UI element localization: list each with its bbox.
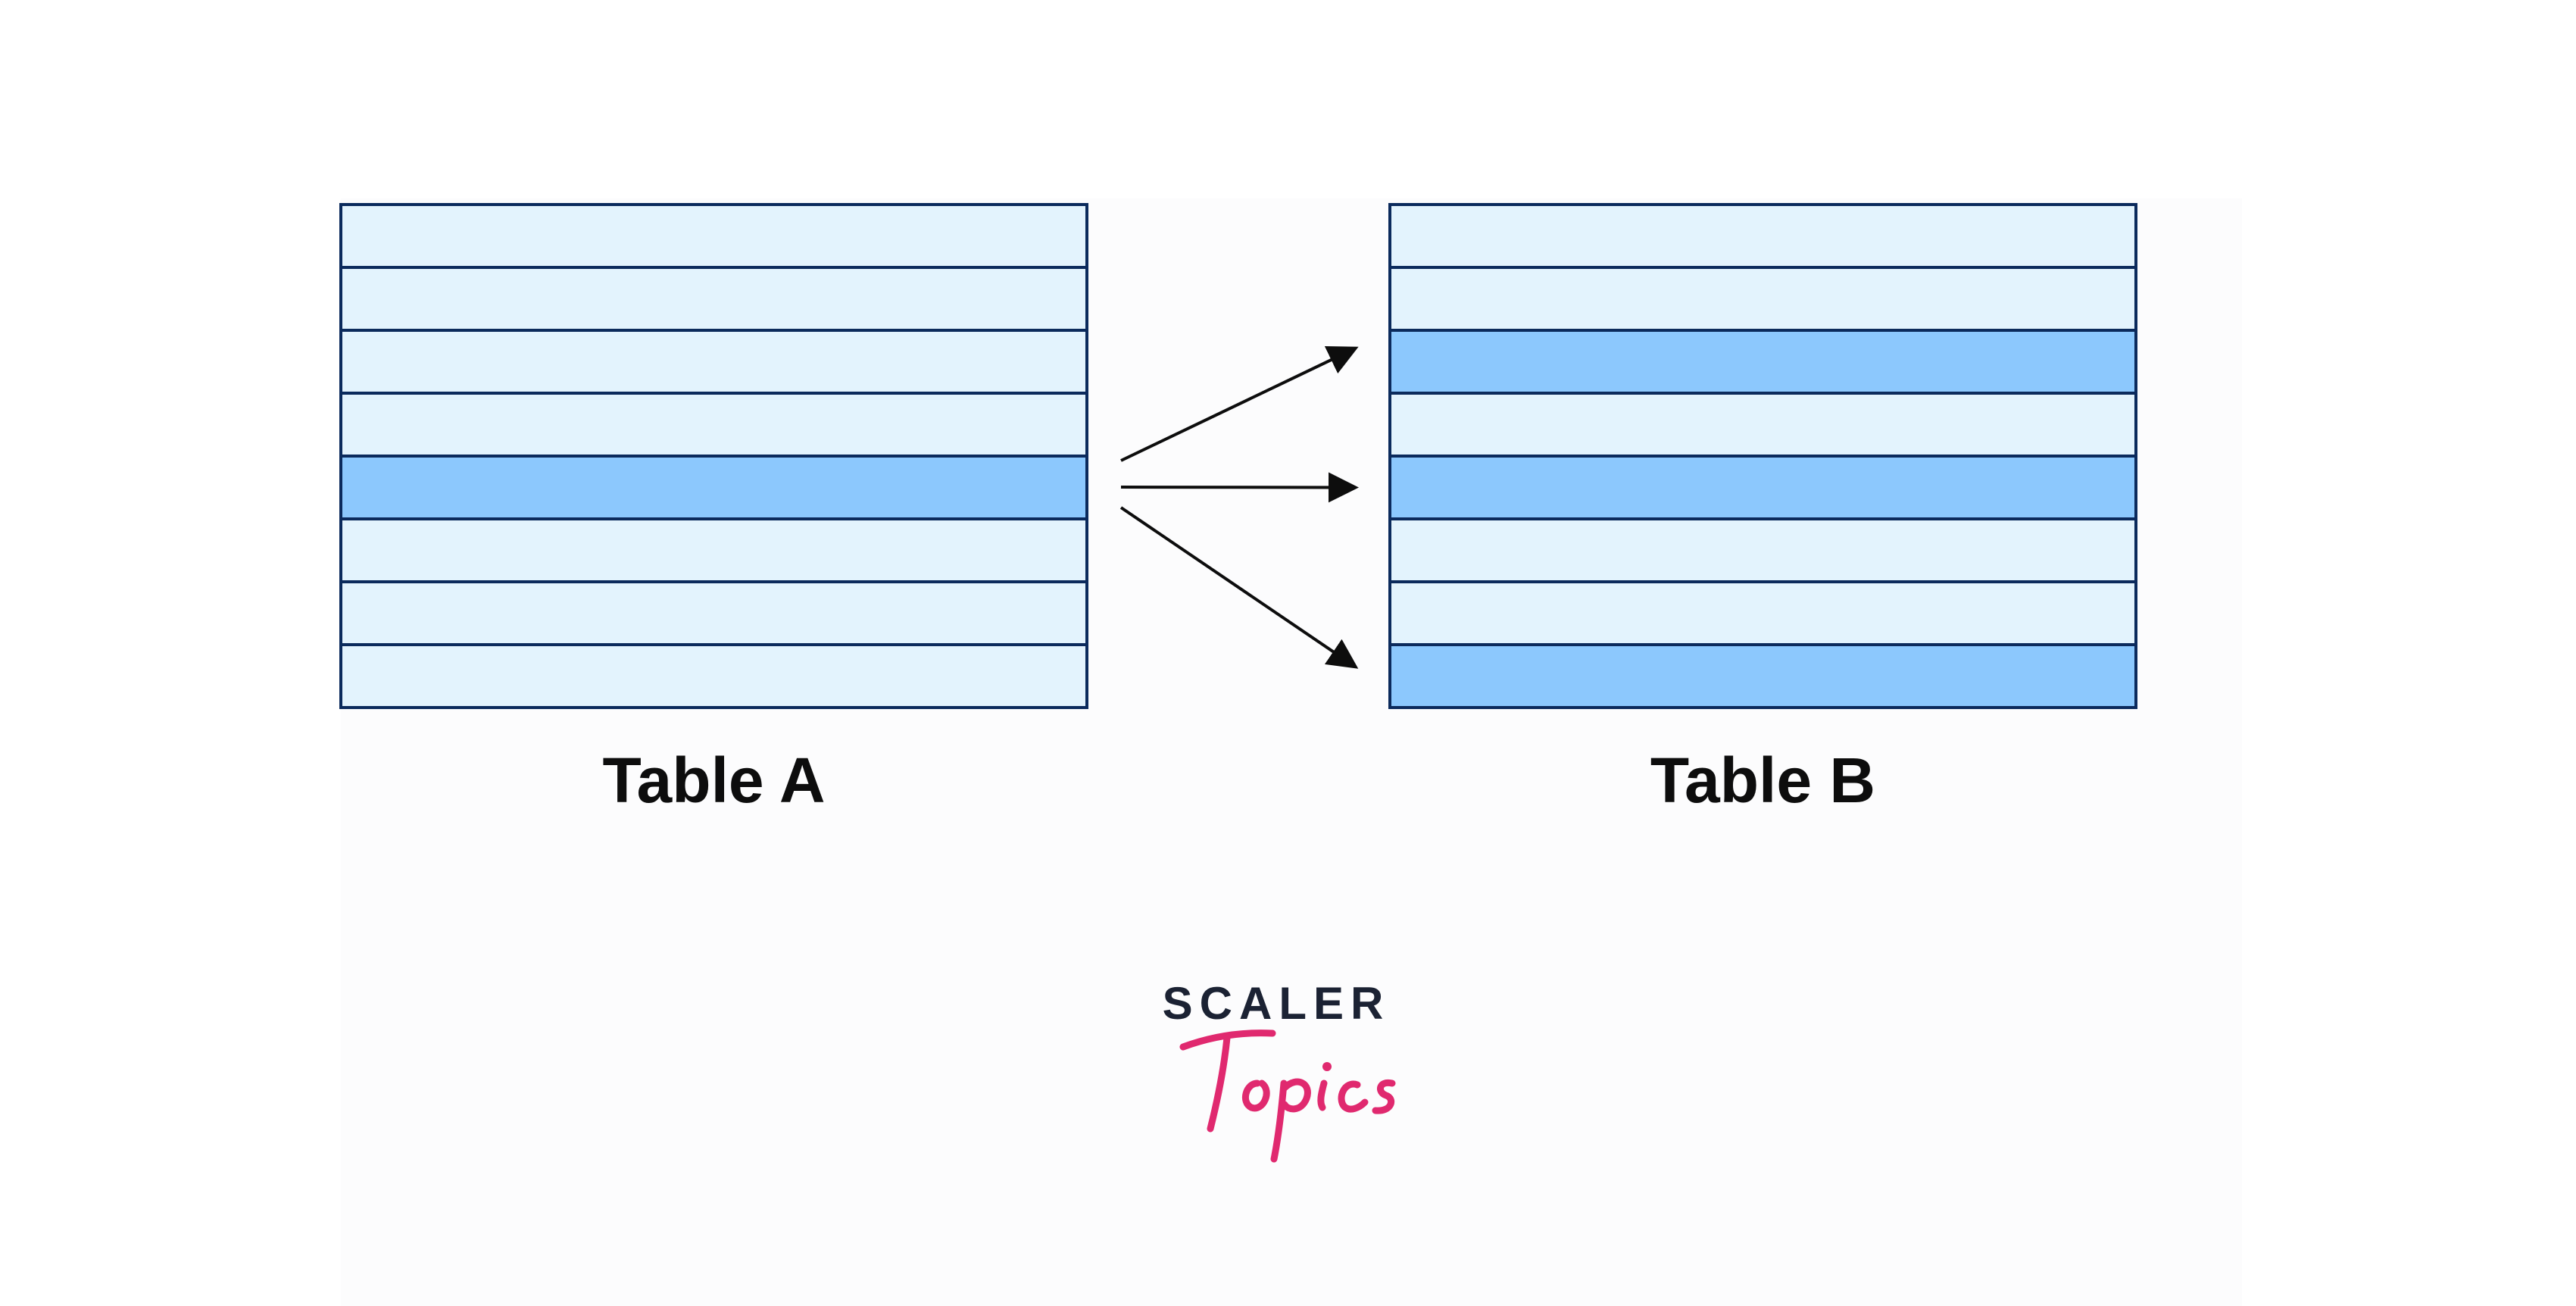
table-b-row-1 [1388,203,2137,269]
table-a-row-6 [339,517,1088,583]
logo-wordmark: SCALER [1162,978,1391,1029]
arrow-to-table-b-row-8 [1119,506,1359,669]
table-b [1388,203,2137,709]
table-b-row-8-highlighted [1388,643,2137,709]
table-b-row-3-highlighted [1388,329,2137,395]
table-b-label: Table B [1650,745,1876,816]
table-a-row-2 [339,266,1088,332]
arrow-to-table-b-row-5 [1120,472,1359,503]
table-a-label: Table A [602,745,826,816]
table-a-row-4 [339,392,1088,458]
logo-script-topics [1179,1029,1396,1163]
table-a-row-3 [339,329,1088,395]
table-a-row-7 [339,580,1088,646]
table-a-row-1 [339,203,1088,269]
table-a [339,203,1088,709]
table-a-row-8 [339,643,1088,709]
table-b-row-7 [1388,580,2137,646]
table-b-row-6 [1388,517,2137,583]
mapping-arrows [1119,346,1359,669]
arrow-to-table-b-row-3 [1120,346,1359,462]
table-b-row-2 [1388,266,2137,332]
scaler-topics-logo: SCALER [1151,977,1424,1167]
table-a-row-5-highlighted [339,455,1088,520]
table-b-row-5-highlighted [1388,455,2137,520]
table-b-row-4 [1388,392,2137,458]
